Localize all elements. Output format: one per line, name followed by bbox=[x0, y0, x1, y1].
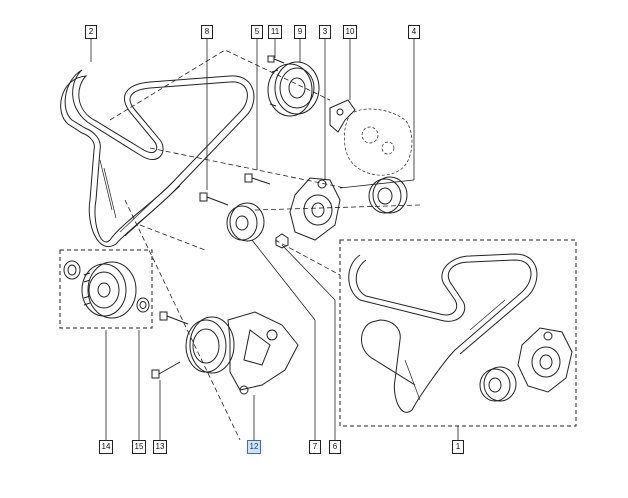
kit-tensioner bbox=[517, 327, 573, 393]
callout-14[interactable]: 14 bbox=[99, 440, 113, 454]
tensioner-assembly-12 bbox=[185, 311, 299, 395]
callout-11[interactable]: 11 bbox=[268, 25, 282, 39]
callout-7[interactable]: 7 bbox=[309, 440, 321, 454]
bolt-8 bbox=[199, 192, 229, 206]
callout-1[interactable]: 1 bbox=[452, 440, 464, 454]
callout-8[interactable]: 8 bbox=[201, 25, 213, 39]
callout-3[interactable]: 3 bbox=[319, 25, 331, 39]
callout-4[interactable]: 4 bbox=[408, 25, 420, 39]
callout-2[interactable]: 2 bbox=[85, 25, 97, 39]
callout-12[interactable]: 12 bbox=[247, 440, 261, 454]
seal-washer bbox=[63, 260, 150, 313]
belt-kit-group-box bbox=[339, 239, 577, 427]
callout-13[interactable]: 13 bbox=[153, 440, 167, 454]
ac-compressor bbox=[344, 108, 413, 176]
tensioner-3 bbox=[289, 177, 341, 241]
nut-6 bbox=[275, 233, 289, 249]
callout-10[interactable]: 10 bbox=[343, 25, 357, 39]
callout-9[interactable]: 9 bbox=[294, 25, 306, 39]
bolt-15 bbox=[159, 311, 189, 325]
bolt-5 bbox=[244, 173, 271, 185]
pulley-9 bbox=[267, 61, 320, 117]
multi-v-belt-upper bbox=[60, 69, 255, 247]
bolt-13 bbox=[151, 361, 181, 379]
crank-pulley-14 bbox=[81, 261, 137, 319]
kit-idler-pulley bbox=[479, 366, 517, 402]
callout-15[interactable]: 15 bbox=[132, 440, 146, 454]
bracket-10 bbox=[329, 99, 356, 133]
pulley-group-box bbox=[59, 249, 153, 329]
callout-6[interactable]: 6 bbox=[329, 440, 341, 454]
idler-pulley-7 bbox=[226, 202, 265, 242]
idler-pulley-4 bbox=[368, 176, 408, 214]
callout-5[interactable]: 5 bbox=[251, 25, 263, 39]
belt-kit-1 bbox=[348, 253, 538, 413]
bolt-11 bbox=[267, 55, 285, 64]
